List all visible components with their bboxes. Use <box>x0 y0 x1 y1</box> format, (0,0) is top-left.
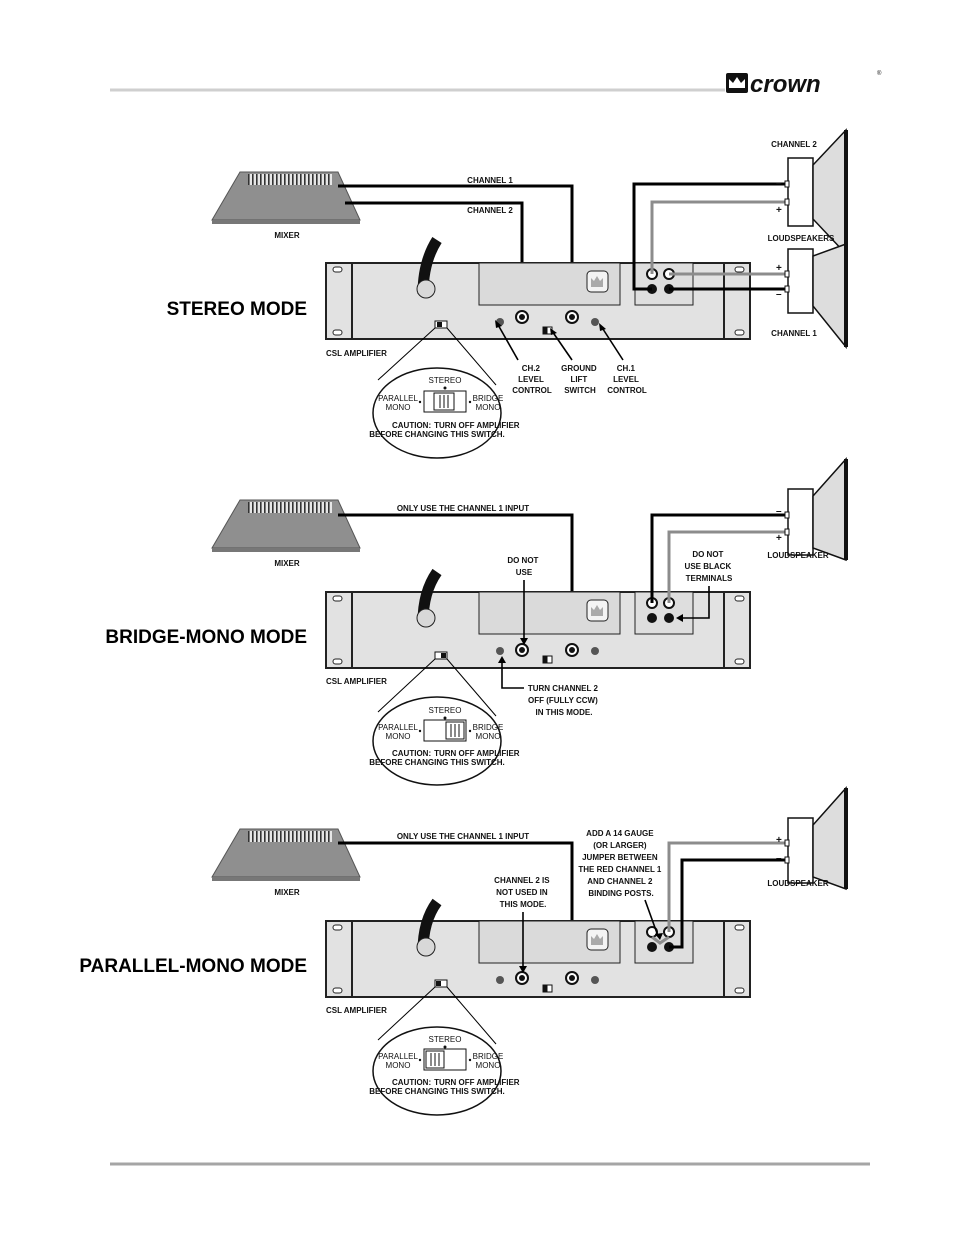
svg-text:BEFORE CHANGING THIS SWITCH.: BEFORE CHANGING THIS SWITCH. <box>369 430 505 439</box>
wire-label-channel1-only: ONLY USE THE CHANNEL 1 INPUT <box>397 504 529 513</box>
ch1-level-control-knob[interactable] <box>591 976 599 984</box>
mode-switch-detail-bridge: STEREO PARALLEL MONO BRIDGE MONO CAUTION… <box>369 696 520 786</box>
parallel-mono-mode-title: PARALLEL-MONO MODE <box>79 956 307 977</box>
wire-label-channel2: CHANNEL 2 <box>467 206 513 215</box>
speaker-label-channel2: CHANNEL 2 <box>771 140 817 149</box>
mixer-label: MIXER <box>274 559 300 568</box>
svg-text:MONO: MONO <box>386 732 411 741</box>
svg-text:MONO: MONO <box>476 732 501 741</box>
speakers-label: LOUDSPEAKERS <box>768 234 835 243</box>
ch2-level-control-knob[interactable] <box>496 976 504 984</box>
speaker-wire-positive <box>667 841 788 932</box>
terminal-plus: + <box>776 205 782 216</box>
mixer-label: MIXER <box>274 231 300 240</box>
speaker-label: LOUDSPEAKER <box>767 879 829 888</box>
svg-text:CAUTION:TURN OFF AMPLIFIER: CAUTION:TURN OFF AMPLIFIER <box>392 1078 520 1087</box>
speaker-wire-negative <box>669 858 788 949</box>
parallel-mono-mode-section: PARALLEL-MONO MODE MIXER ONLY USE THE CH… <box>79 786 848 1116</box>
stereo-mode-section: STEREO MODE MIXER CHANNEL 1 CHANNEL 2 <box>167 128 848 459</box>
callout-do-not-use-black-terminals: DO NOT USE BLACK TERMINALS <box>685 550 734 583</box>
svg-text:PARALLEL: PARALLEL <box>378 723 418 732</box>
svg-text:CAUTION:TURN OFF AMPLIFIER: CAUTION:TURN OFF AMPLIFIER <box>392 421 520 430</box>
terminal-minus: – <box>776 289 782 300</box>
csl-amplifier: CSL AMPLIFIER <box>325 568 751 686</box>
speaker-label: LOUDSPEAKER <box>767 551 829 560</box>
mixer-label: MIXER <box>274 888 300 897</box>
loudspeaker-channel1 <box>784 242 848 350</box>
terminal-minus: – <box>776 506 782 517</box>
bridge-mono-mode-section: BRIDGE-MONO MODE MIXER ONLY USE THE CHAN… <box>105 457 848 786</box>
svg-text:PARALLEL: PARALLEL <box>378 394 418 403</box>
ch1-level-control-knob[interactable] <box>591 647 599 655</box>
callout-do-not-use: DO NOT USE <box>507 556 540 577</box>
svg-text:CAUTION:TURN OFF AMPLIFIER: CAUTION:TURN OFF AMPLIFIER <box>392 749 520 758</box>
callout-ch2-level-control: CH.2 LEVEL CONTROL <box>512 364 552 395</box>
ch2-black-binding-post[interactable] <box>647 942 657 952</box>
mixer: MIXER <box>211 171 361 240</box>
amplifier-label: CSL AMPLIFIER <box>326 677 387 686</box>
amplifier-label: CSL AMPLIFIER <box>326 349 387 358</box>
mixer: MIXER <box>211 499 361 568</box>
terminal-minus: – <box>776 853 782 864</box>
wire-label-channel1-only: ONLY USE THE CHANNEL 1 INPUT <box>397 832 529 841</box>
speaker-wire-ch2-positive <box>650 200 788 274</box>
svg-text:STEREO: STEREO <box>429 1035 462 1044</box>
svg-text:BEFORE CHANGING THIS SWITCH.: BEFORE CHANGING THIS SWITCH. <box>369 1087 505 1096</box>
loudspeaker-channel2 <box>784 128 848 256</box>
svg-text:MONO: MONO <box>386 403 411 412</box>
svg-text:BRIDGE: BRIDGE <box>473 1052 504 1061</box>
terminal-plus: + <box>776 263 782 274</box>
ch1-level-control-knob[interactable] <box>591 318 599 326</box>
svg-text:STEREO: STEREO <box>429 376 462 385</box>
svg-text:STEREO: STEREO <box>429 706 462 715</box>
terminal-plus: + <box>776 835 782 846</box>
terminal-minus: – <box>776 178 782 189</box>
callout-turn-channel2-off: TURN CHANNEL 2 OFF (FULLY CCW) IN THIS M… <box>528 684 600 717</box>
mixer: MIXER <box>211 828 361 897</box>
brand-logo-text: crown <box>750 71 821 98</box>
loudspeaker <box>784 457 848 562</box>
jumper-wire <box>651 935 670 945</box>
callout-ground-lift-switch: GROUND LIFT SWITCH <box>561 364 599 395</box>
speaker-wire-negative <box>650 513 788 603</box>
svg-text:MONO: MONO <box>386 1061 411 1070</box>
svg-text:PARALLEL: PARALLEL <box>378 1052 418 1061</box>
mode-switch-detail-stereo: STEREO PARALLEL MONO BRIDGE MONO CAUTION… <box>369 367 520 459</box>
mode-switch-detail-parallel: STEREO PARALLEL MONO BRIDGE MONO CAUTION… <box>369 1026 520 1116</box>
svg-text:MONO: MONO <box>476 1061 501 1070</box>
ch2-level-control-knob[interactable] <box>496 647 504 655</box>
svg-text:MONO: MONO <box>476 403 501 412</box>
callout-channel2-not-used: CHANNEL 2 IS NOT USED IN THIS MODE. <box>494 876 552 909</box>
svg-text:®: ® <box>877 70 882 77</box>
callout-ch1-level-control: CH.1 LEVEL CONTROL <box>607 364 647 395</box>
speaker-label-channel1: CHANNEL 1 <box>771 329 817 338</box>
svg-text:BEFORE CHANGING THIS SWITCH.: BEFORE CHANGING THIS SWITCH. <box>369 758 505 767</box>
ch1-black-binding-post[interactable] <box>664 613 674 623</box>
csl-amplifier: CSL AMPLIFIER <box>325 237 751 358</box>
speaker-wire-positive <box>667 530 788 603</box>
loudspeaker <box>784 786 848 891</box>
wire-label-channel1: CHANNEL 1 <box>467 176 513 185</box>
callout-add-jumper: ADD A 14 GAUGE (OR LARGER) JUMPER BETWEE… <box>578 829 663 898</box>
csl-amplifier: CSL AMPLIFIER <box>325 898 751 1015</box>
svg-text:BRIDGE: BRIDGE <box>473 394 504 403</box>
amplifier-label: CSL AMPLIFIER <box>326 1006 387 1015</box>
bridge-mono-mode-title: BRIDGE-MONO MODE <box>105 627 307 648</box>
terminal-plus: + <box>776 533 782 544</box>
speaker-wire-ch2-negative <box>632 182 788 291</box>
stereo-mode-title: STEREO MODE <box>167 299 307 320</box>
ch2-black-binding-post[interactable] <box>647 613 657 623</box>
svg-text:BRIDGE: BRIDGE <box>473 723 504 732</box>
crown-logo: crown ® <box>726 70 882 98</box>
